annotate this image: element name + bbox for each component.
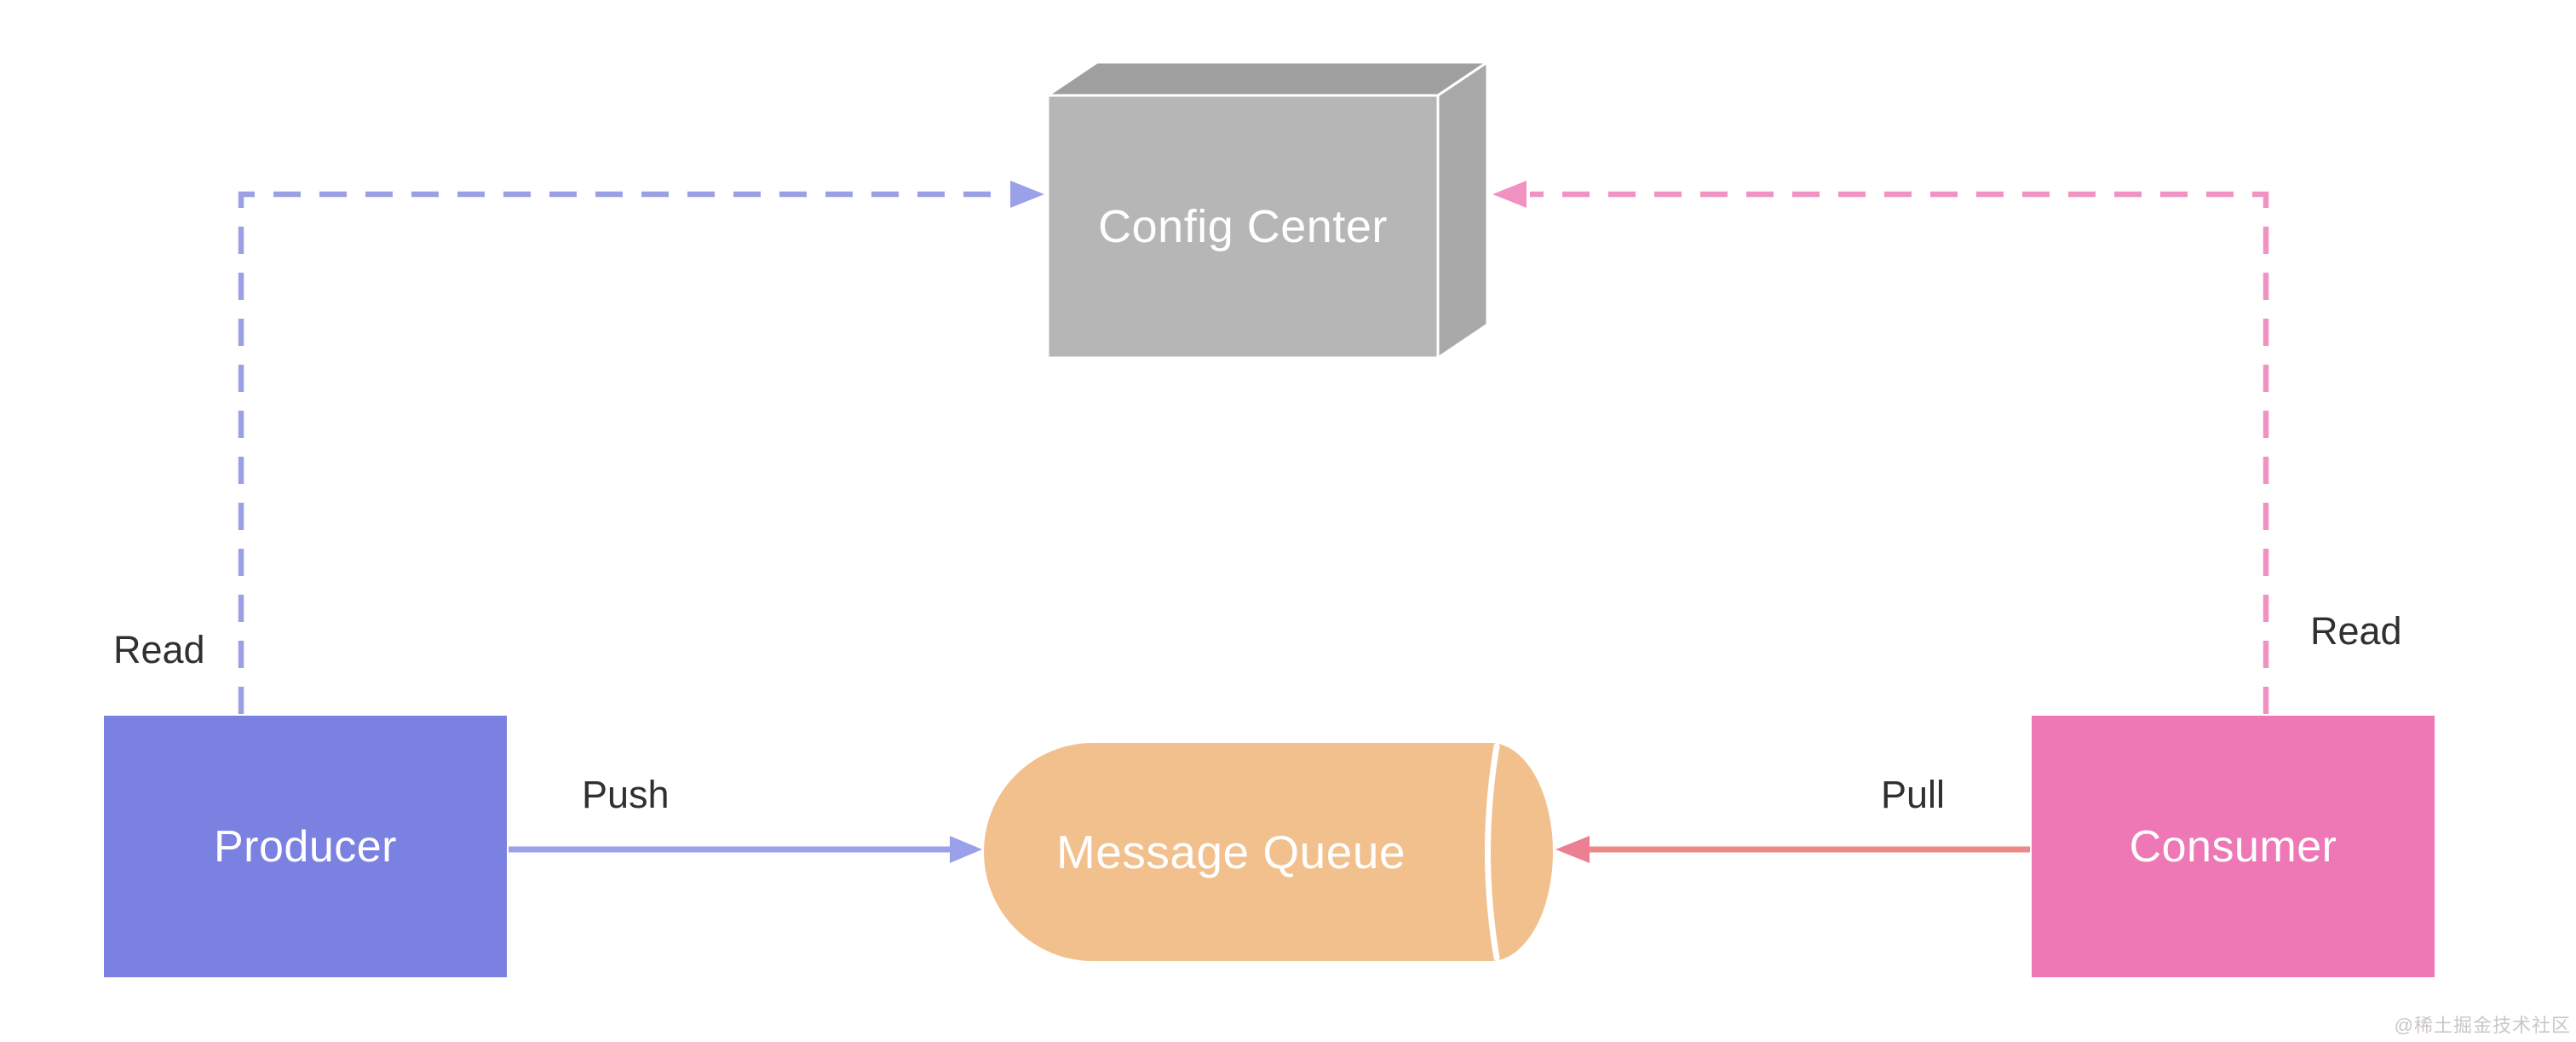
consumer-read-arrowhead-icon [1492, 181, 1527, 208]
producer-node [104, 716, 507, 977]
message-queue-cap-edge [1485, 743, 1500, 961]
read-label-producer: Read [113, 628, 205, 671]
message-queue-node [984, 743, 1553, 961]
pull-label: Pull [1881, 773, 1946, 816]
consumer-read-arrow [1530, 191, 2269, 714]
config-center-top-face [1046, 60, 1489, 97]
config-center-node [1046, 60, 1489, 360]
push-label: Push [582, 773, 670, 816]
push-arrowhead-icon [950, 836, 982, 863]
consumer-node [2032, 716, 2435, 977]
producer-read-arrow [238, 191, 1008, 714]
config-center-front-face [1046, 94, 1440, 360]
config-center-side-face [1436, 60, 1489, 360]
message-queue-body [984, 743, 1553, 961]
producer-read-arrowhead-icon [1010, 181, 1044, 208]
watermark: @稀土掘金技术社区 [2394, 1015, 2571, 1036]
pull-arrowhead-icon [1555, 836, 1590, 863]
read-label-consumer: Read [2310, 609, 2402, 653]
